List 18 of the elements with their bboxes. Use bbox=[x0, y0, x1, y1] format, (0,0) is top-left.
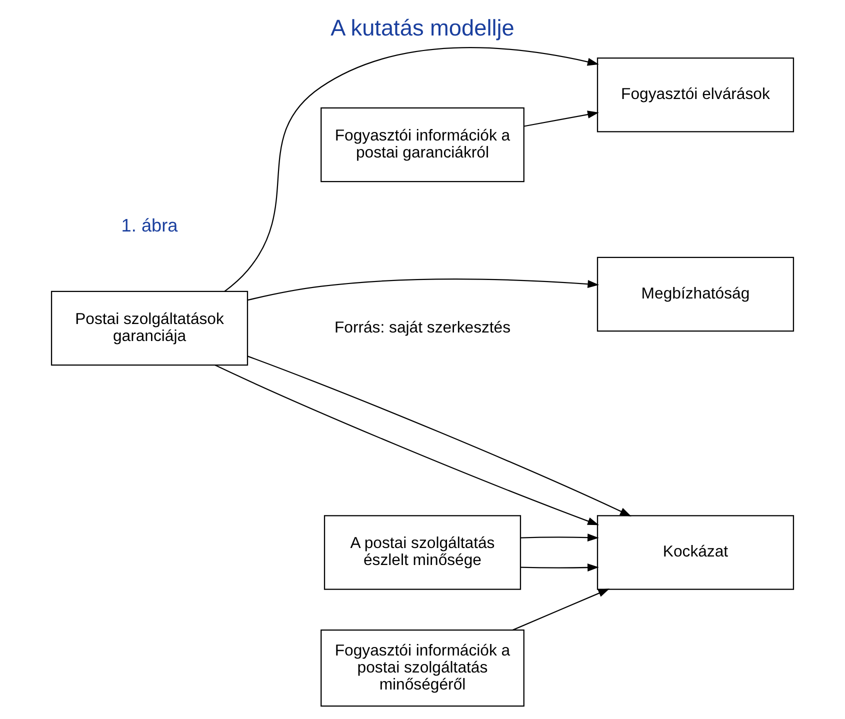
node-box: Fogyasztói információk a postai garanciákról bbox=[320, 107, 524, 182]
arrow bbox=[214, 364, 600, 526]
arrow bbox=[520, 534, 599, 542]
arrow bbox=[224, 47, 599, 292]
label: 1. ábra bbox=[121, 216, 178, 236]
caption: Forrás: saját szerkesztés bbox=[334, 319, 511, 336]
arrow bbox=[524, 110, 599, 127]
diagram-title: A kutatás modellje bbox=[330, 14, 514, 41]
arrow bbox=[520, 564, 599, 572]
node-box: Fogyasztói információk a postai szolgáltatás minőségéről bbox=[320, 630, 524, 707]
node-box: Fogyasztói elvárások bbox=[596, 58, 794, 132]
arrow bbox=[248, 278, 600, 301]
node-box: Kockázat bbox=[596, 515, 794, 590]
node-box: Megbízhatóság bbox=[596, 256, 794, 332]
node-box: Postai szolgáltatások garanciája bbox=[50, 290, 248, 366]
node-box: A postai szolgáltatás észlelt minősége bbox=[324, 515, 522, 590]
arrow bbox=[247, 356, 632, 516]
arrow bbox=[512, 588, 610, 631]
